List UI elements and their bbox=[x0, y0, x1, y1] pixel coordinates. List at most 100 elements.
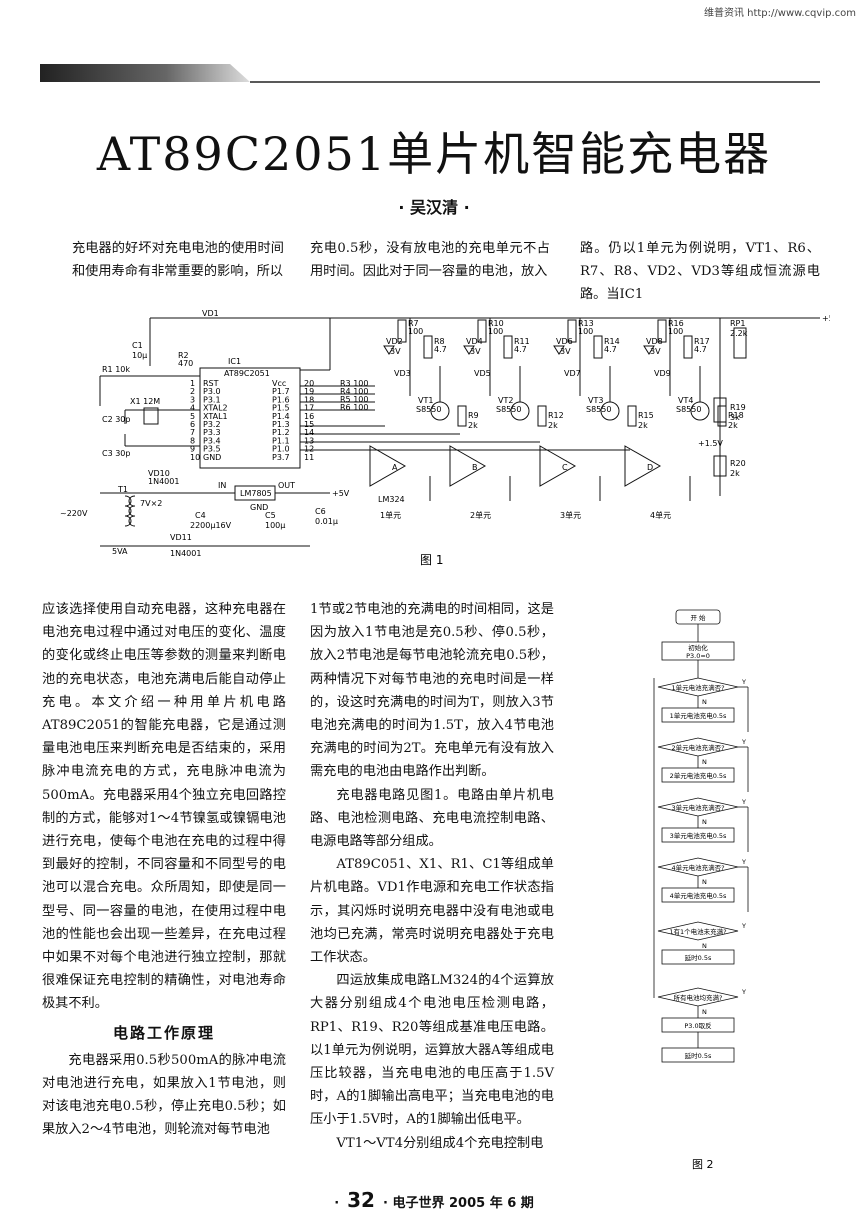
ic-pin-left: P3.5 bbox=[203, 445, 221, 454]
flow-yes-label: Y bbox=[741, 678, 746, 686]
col2-paragraph-3: AT89C051、X1、R1、C1等组成单片机电路。VD1作电源和充电工作状态指… bbox=[310, 857, 554, 966]
c6-label: C6 bbox=[315, 507, 326, 516]
t1-value: 7V×2 bbox=[140, 499, 162, 508]
body-column-2: 1节或2节电池的充满电的时间相同，这是因为放入1节电池是充0.5秒、停0.5秒，… bbox=[310, 598, 554, 1155]
c4-label: C4 bbox=[195, 511, 206, 520]
r20-value: 2k bbox=[730, 469, 740, 478]
ic-pin-num-left: 6 bbox=[190, 420, 195, 429]
r-base-value: 2k bbox=[548, 421, 558, 430]
watermark: 维普资讯 http://www.cqvip.com bbox=[703, 8, 856, 19]
flow-decision-text: 1有1个电池未充满? bbox=[669, 927, 726, 936]
c4-value: 2200μ16V bbox=[190, 521, 232, 530]
page-footer: ·32· 电子世界 2005 年 6 期 bbox=[334, 1188, 534, 1212]
vref-label: +1.5V bbox=[698, 439, 723, 448]
transistor-label: VT2 bbox=[498, 396, 513, 405]
col2-paragraph-5: VT1～VT4分别组成4个充电控制电 bbox=[336, 1135, 544, 1151]
r-top-label: R13 bbox=[578, 319, 594, 328]
figure2-caption: 图 2 bbox=[692, 1158, 714, 1171]
unit4-label: 4单元 bbox=[650, 510, 671, 520]
col2-paragraph-2: 充电器电路见图1。电路由单片机电路、电池检测电路、充电电流控制电路、电源电路等部… bbox=[310, 787, 554, 850]
ic-pin-left: GND bbox=[203, 453, 221, 462]
flow-box-text: 3单元电池充电0.5s bbox=[670, 831, 727, 840]
ic-pin-left: P3.4 bbox=[203, 436, 221, 445]
r6-label: R6 100 bbox=[340, 403, 368, 412]
transistor-label: VT1 bbox=[418, 396, 433, 405]
ic-pin-left: XTAL1 bbox=[203, 412, 228, 421]
r-top-label: R10 bbox=[488, 319, 504, 328]
r-top-value: 100 bbox=[488, 327, 503, 336]
r-top-label: R16 bbox=[668, 319, 684, 328]
flow-yes-label: Y bbox=[741, 798, 746, 806]
r-base-label: R18 bbox=[728, 411, 744, 420]
ic-pin-num-left: 8 bbox=[190, 436, 195, 445]
opamp-label: C bbox=[562, 463, 568, 472]
r-mid-label: R17 bbox=[694, 337, 710, 346]
r-base-value: 2k bbox=[728, 421, 738, 430]
unit2-label: 2单元 bbox=[470, 510, 491, 520]
flow-decision-text: 1单元电池充满否? bbox=[671, 683, 724, 692]
rp1-value: 2.2k bbox=[730, 329, 748, 338]
t1-label: T1 bbox=[117, 485, 128, 494]
unit3-label: 3单元 bbox=[560, 510, 581, 520]
col2-paragraph-1: 1节或2节电池的充满电的时间相同，这是因为放入1节电池是充0.5秒、停0.5秒，… bbox=[310, 602, 554, 780]
r1-label: R1 10k bbox=[102, 365, 130, 374]
vd10-model: 1N4001 bbox=[148, 477, 179, 486]
zener-label: VD6 bbox=[556, 337, 573, 346]
header-banner bbox=[40, 64, 820, 83]
r-base-label: R15 bbox=[638, 411, 654, 420]
flow-box-text: 1单元电池充电0.5s bbox=[670, 711, 727, 720]
transistor-model: S8550 bbox=[496, 405, 521, 414]
reg-in-label: IN bbox=[218, 481, 226, 490]
flow-yes-label: Y bbox=[741, 922, 746, 930]
ic-pin-right: P3.7 bbox=[272, 453, 290, 462]
ic-pin-right: P1.3 bbox=[272, 420, 290, 429]
opamp-label: D bbox=[647, 463, 653, 472]
flow-no-label: N bbox=[702, 942, 707, 950]
ic-pin-num-left: 5 bbox=[190, 412, 195, 421]
ic-pin-right: P1.1 bbox=[272, 436, 290, 445]
va-label: 5VA bbox=[112, 547, 128, 556]
ic-pin-left: P3.0 bbox=[203, 387, 221, 396]
r-top-value: 100 bbox=[408, 327, 423, 336]
opamp-label: A bbox=[392, 463, 398, 472]
r-mid-value: 4.7 bbox=[514, 345, 527, 354]
zener-label: VD8 bbox=[646, 337, 663, 346]
flow-box-text: 4单元电池充电0.5s bbox=[670, 891, 727, 900]
flow-box-text: 延时0.5s bbox=[685, 1051, 712, 1060]
section-heading: 电路工作原理 bbox=[112, 1023, 215, 1042]
c1-label: C1 bbox=[132, 341, 143, 350]
flow-no-label: N bbox=[702, 1008, 707, 1016]
ic-pin-num-left: 7 bbox=[190, 428, 195, 437]
c1-value: 10μ bbox=[132, 351, 147, 360]
led-label: VD9 bbox=[654, 369, 671, 378]
r-top-value: 100 bbox=[668, 327, 683, 336]
r-mid-label: R8 bbox=[434, 337, 445, 346]
circuit-schematic-figure: +5V VD1 IC1 AT89C2051 R1 10k X1 12M C2 3… bbox=[60, 309, 830, 567]
intro-col-2: 充电0.5秒，没有放电池的充电单元不占用时间。因此对于同一容量的电池，放入 bbox=[310, 241, 550, 280]
flowchart-figure: 开 始初始化P3.0=01单元电池充满否?YN1单元电池充电0.5s2单元电池充… bbox=[653, 609, 749, 1171]
intro-col-3: 路。仍以1单元为例说明，VT1、R6、R7、R8、VD2、VD3等组成恒流源电路… bbox=[580, 241, 820, 303]
vd11-model: 1N4001 bbox=[170, 549, 201, 558]
ic-pin-num-right: 11 bbox=[304, 453, 314, 462]
x1-label: X1 12M bbox=[130, 397, 160, 406]
r-mid-value: 4.7 bbox=[434, 345, 447, 354]
flow-decision-text: 2单元电池充满否? bbox=[671, 743, 724, 752]
ic-pin-right: P1.4 bbox=[272, 412, 290, 421]
zener-label: VD4 bbox=[466, 337, 483, 346]
r2-label: R2 bbox=[178, 351, 189, 360]
zener-value: 3V bbox=[470, 347, 481, 356]
ic-pin-right: P1.6 bbox=[272, 395, 290, 404]
r19-label: R19 bbox=[730, 403, 746, 412]
ic1-label: IC1 bbox=[228, 357, 241, 366]
flow-box-text: 初始化 bbox=[688, 643, 708, 652]
ic-pin-num-right: 15 bbox=[304, 420, 314, 429]
flow-yes-label: Y bbox=[741, 988, 746, 996]
journal-name: 电子世界 2005 年 6 期 bbox=[392, 1196, 534, 1211]
ic-pin-right: P1.0 bbox=[272, 445, 290, 454]
r4-label: R4 100 bbox=[340, 387, 368, 396]
figure1-caption: 图 1 bbox=[420, 553, 443, 567]
page-title: AT89C2051单片机智能充电器 bbox=[96, 127, 772, 181]
ic-pin-num-right: 18 bbox=[304, 395, 314, 404]
r2-value: 470 bbox=[178, 359, 193, 368]
r-mid-value: 4.7 bbox=[694, 345, 707, 354]
